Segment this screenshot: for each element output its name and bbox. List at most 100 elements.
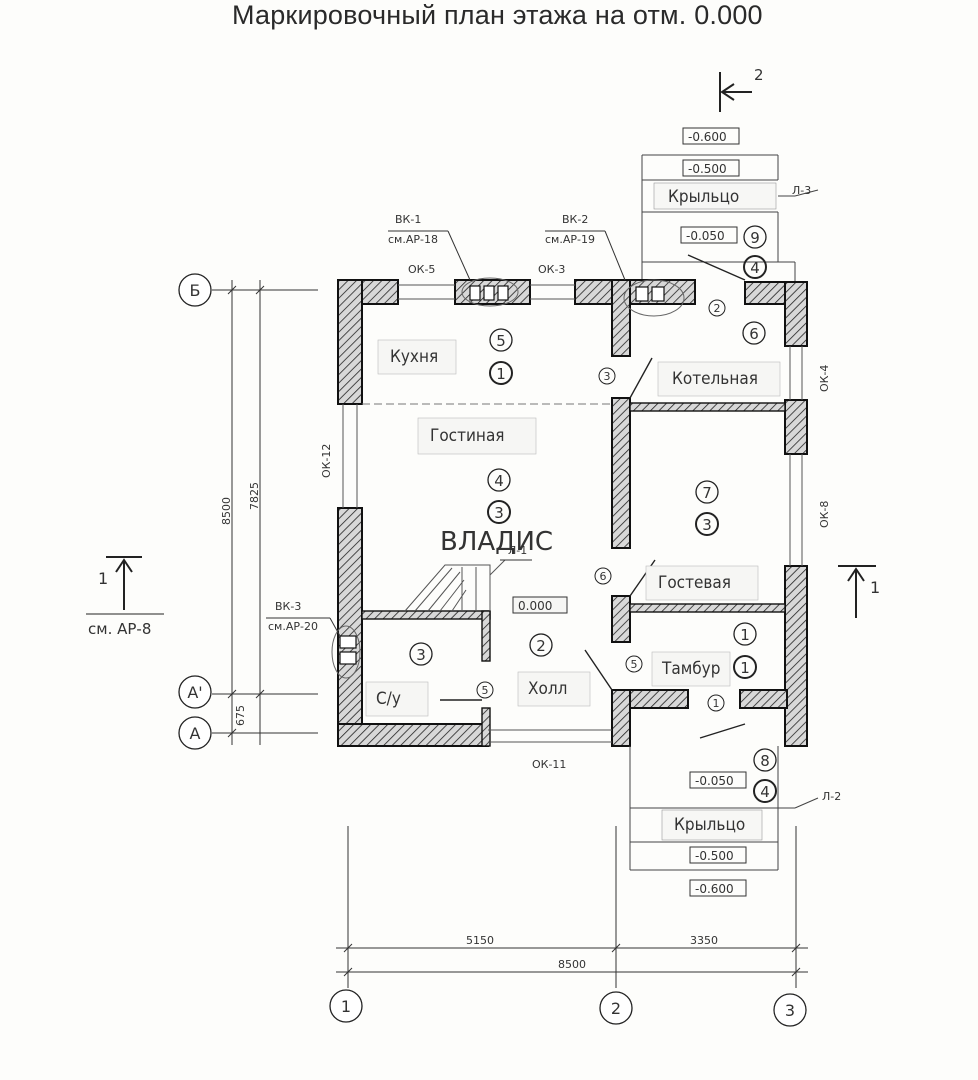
svg-text:6: 6 — [749, 325, 759, 343]
section-number-top: 2 — [754, 66, 764, 84]
svg-text:5: 5 — [496, 332, 506, 350]
label-ok5: ОК-5 — [408, 263, 435, 276]
porch-top — [641, 154, 819, 285]
dim-675: 675 — [234, 705, 247, 726]
room-kitchen: Кухня 5 1 — [377, 328, 513, 385]
svg-text:1: 1 — [341, 997, 351, 1016]
svg-text:ВК-3: ВК-3 — [275, 600, 301, 613]
svg-text:Тамбур: Тамбур — [661, 659, 720, 679]
windows — [342, 284, 803, 743]
room-wc: 3 С/у — [365, 642, 433, 717]
svg-text:2: 2 — [536, 637, 546, 655]
svg-text:Кухня: Кухня — [390, 347, 438, 367]
svg-text:2: 2 — [611, 999, 621, 1018]
svg-text:ВК-1: ВК-1 — [395, 213, 421, 226]
axis-3: 3 — [773, 993, 807, 1027]
svg-text:Крыльцо: Крыльцо — [674, 815, 745, 835]
axis-lines-bottom — [336, 826, 808, 988]
label-vk3: ВК-3 см.АР-20 — [266, 600, 341, 637]
label-ok3: ОК-3 — [538, 263, 565, 276]
svg-text:А': А' — [187, 683, 202, 702]
room-living: Гостиная 4 3 — [417, 417, 537, 524]
porch-bottom — [629, 746, 819, 871]
svg-text:А: А — [190, 724, 201, 743]
vent-blocks — [339, 285, 665, 665]
section-number-right: 1 — [870, 578, 880, 597]
svg-text:-0.500: -0.500 — [688, 162, 727, 176]
svg-text:4: 4 — [494, 472, 504, 490]
door-mark-5a: 5 — [631, 658, 638, 671]
svg-text:-0.050: -0.050 — [686, 229, 725, 243]
svg-text:1: 1 — [496, 365, 506, 383]
room-label-porch-top: Крыльцо — [653, 182, 777, 210]
watermark: ВЛАДИС — [440, 527, 553, 557]
axis-lines-left — [212, 280, 318, 745]
svg-text:3: 3 — [494, 504, 504, 522]
section-mark-right — [838, 565, 876, 618]
svg-text:Л-1: Л-1 — [508, 544, 527, 557]
svg-text:9: 9 — [750, 229, 760, 247]
door-mark-2: 2 — [714, 302, 721, 315]
label-l2: Л-2 — [822, 790, 841, 803]
section-number-left: 1 — [98, 569, 108, 588]
axis-b: Б — [178, 273, 212, 307]
room-number-porch-top: 9 4 — [743, 225, 767, 279]
room-label-porch-bottom: Крыльцо — [661, 809, 763, 841]
svg-text:Гостиная: Гостиная — [430, 426, 505, 446]
stairs — [404, 559, 506, 612]
room-boiler: 6 Котельная — [657, 321, 781, 397]
svg-text:см.АР-20: см.АР-20 — [268, 620, 318, 633]
plan-title: Маркировочный план этажа на отм. 0.000 — [232, 0, 763, 30]
dim-5150: 5150 — [466, 934, 494, 947]
label-l1: Л-1 — [500, 544, 532, 561]
room-guest: 7 3 Гостевая — [645, 480, 759, 601]
svg-text:С/у: С/у — [376, 689, 401, 709]
elevation-top-2: -0.500 — [682, 159, 740, 177]
door-marks — [476, 299, 726, 712]
svg-text:7: 7 — [702, 484, 712, 502]
svg-text:-0.600: -0.600 — [688, 130, 727, 144]
elevation-bottom-3: -0.600 — [689, 879, 747, 897]
svg-text:-0.600: -0.600 — [695, 882, 734, 896]
svg-text:Котельная: Котельная — [672, 369, 758, 389]
door-mark-1: 1 — [713, 697, 720, 710]
label-vk1: ВК-1 см.АР-18 — [388, 213, 471, 281]
svg-text:Гостевая: Гостевая — [658, 573, 731, 593]
section-mark-left — [86, 556, 164, 615]
svg-text:см.АР-18: см.АР-18 — [388, 233, 438, 246]
axis-a-prime: А' — [178, 675, 212, 709]
svg-text:3: 3 — [416, 646, 426, 664]
partitions — [361, 402, 786, 747]
axis-a: А — [178, 716, 212, 750]
door-mark-5b: 5 — [482, 684, 489, 697]
label-ok11: ОК-11 — [532, 758, 566, 771]
svg-text:см.АР-19: см.АР-19 — [545, 233, 595, 246]
svg-text:Холл: Холл — [528, 679, 567, 699]
section-mark-top — [719, 72, 752, 112]
svg-text:1: 1 — [740, 626, 750, 644]
svg-text:ВК-2: ВК-2 — [562, 213, 588, 226]
axis-2: 2 — [599, 991, 633, 1025]
room-hall: 2 Холл — [517, 633, 591, 707]
dim-8500-vertical: 8500 — [220, 497, 233, 525]
svg-text:0.000: 0.000 — [518, 599, 552, 613]
door-mark-3: 3 — [604, 370, 611, 383]
label-ok4: ОК-4 — [818, 365, 831, 392]
svg-text:3: 3 — [785, 1001, 795, 1020]
svg-text:Крыльцо: Крыльцо — [668, 187, 739, 207]
axis-1: 1 — [329, 989, 363, 1023]
svg-text:1: 1 — [740, 659, 750, 677]
svg-text:4: 4 — [750, 259, 760, 277]
svg-text:3: 3 — [702, 516, 712, 534]
dim-3350: 3350 — [690, 934, 718, 947]
dim-7825: 7825 — [248, 482, 261, 510]
svg-text:Б: Б — [190, 281, 201, 300]
dim-8500-horizontal: 8500 — [558, 958, 586, 971]
section-ref-left: см. АР-8 — [88, 620, 151, 638]
door-mark-6: 6 — [600, 570, 607, 583]
svg-text:-0.050: -0.050 — [695, 774, 734, 788]
elevation-bottom-2: -0.500 — [689, 846, 747, 864]
elevation-top-3: -0.050 — [680, 226, 738, 244]
elevation-top-1: -0.600 — [682, 127, 740, 145]
